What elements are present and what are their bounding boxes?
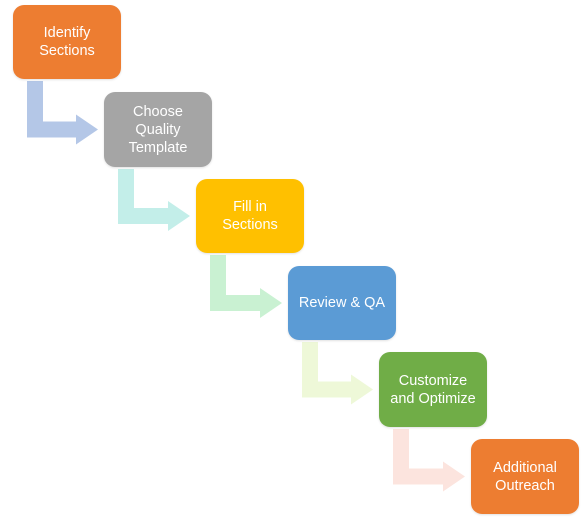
step-review-qa: Review & QA	[288, 266, 396, 340]
step-label: Review & QA	[298, 295, 386, 311]
step-identify-sections: Identify Sections	[13, 5, 121, 79]
step-label: Identify Sections	[39, 25, 95, 59]
step-choose-quality-template: Choose Quality Template	[104, 92, 212, 167]
arrow-template-to-fill	[118, 169, 190, 231]
step-label: Additional Outreach	[493, 459, 557, 494]
step-customize-optimize: Customize and Optimize	[379, 352, 487, 427]
step-additional-outreach: Additional Outreach	[471, 439, 579, 514]
arrow-identify-to-template	[27, 81, 98, 145]
connector-arrows	[27, 81, 465, 492]
step-label: Choose Quality Template	[128, 103, 188, 156]
step-label: Customize and Optimize	[390, 372, 476, 407]
arrow-review-to-customize	[302, 342, 373, 405]
arrow-customize-to-outreach	[393, 429, 465, 492]
arrow-fill-to-review	[210, 255, 282, 318]
step-fill-in-sections: Fill in Sections	[196, 179, 304, 253]
step-label: Fill in Sections	[222, 199, 278, 233]
